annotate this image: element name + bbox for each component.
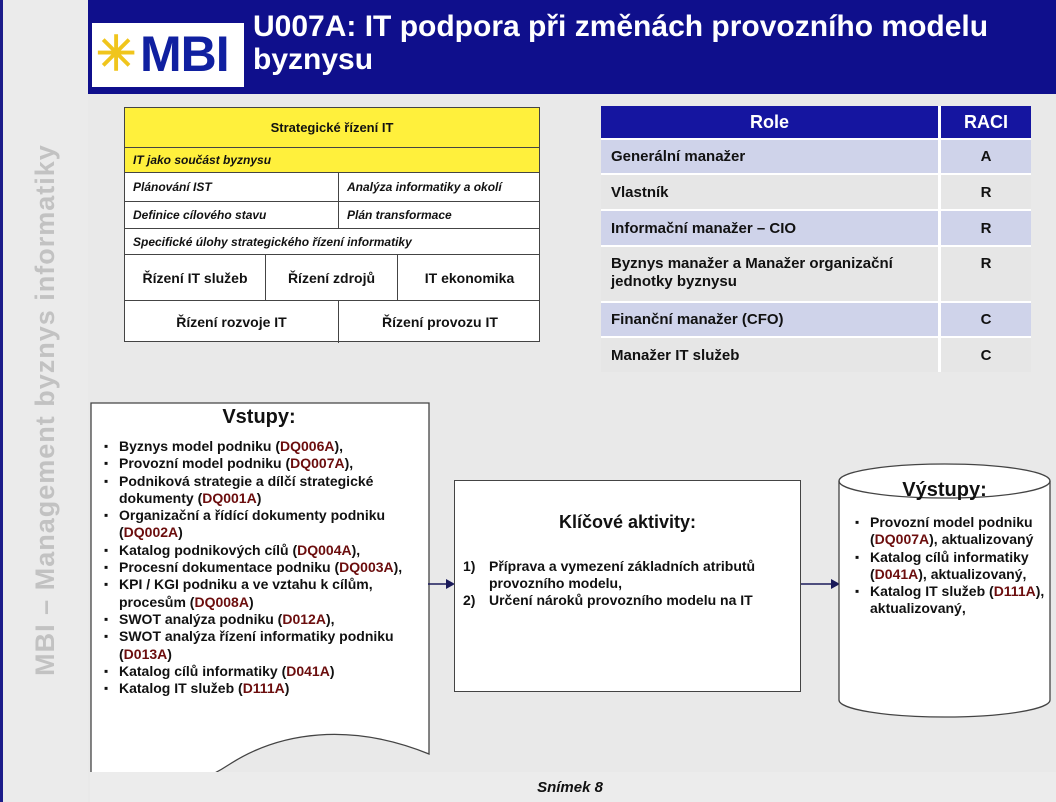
activities-list: 1)Příprava a vymezení základních atribut… [463,558,793,609]
strategic-header: Strategické řízení IT [270,120,394,135]
raci-row: Vlastník R [601,173,1031,209]
raci-role: Vlastník [601,173,938,209]
strategic-subheader-row: IT jako součást byznysu [125,148,539,173]
raci-role: Generální manažer [601,138,938,173]
strategic-it-box: Strategické řízení IT IT jako součást by… [124,107,540,343]
raci-header-role: Role [601,106,938,138]
list-item: Katalog IT služeb (D111A) [97,680,422,698]
cell-planning: Plánování IST [125,173,339,201]
cell-analysis: Analýza informatiky a okolí [347,180,502,194]
management-row: Řízení IT služeb Řízení zdrojů IT ekonom… [125,255,539,301]
outputs-title: Výstupy: [902,479,987,501]
raci-role: Finanční manažer (CFO) [601,301,938,336]
cell-it-services: Řízení IT služeb [125,255,266,300]
raci-value: R [938,209,1031,245]
development-row: Řízení rozvoje IT Řízení provozu IT [125,301,539,343]
raci-row: Generální manažer A [601,138,1031,173]
definition-row: Definice cílového stavu Plán transformac… [125,202,539,229]
vertical-course-title: MBI – Management byznys informatiky [30,144,60,676]
raci-value: R [938,245,1031,301]
footer-bar [90,772,1056,802]
header-bar [88,0,1056,94]
outputs-list: Provozní model podniku (DQ007A), aktuali… [848,514,1048,618]
list-item: Katalog cílů informatiky (D041A), aktual… [848,549,1048,584]
list-item: SWOT analýza řízení informatiky podniku … [97,628,422,663]
raci-value: C [938,336,1031,372]
list-item: Podniková strategie a dílčí strategické … [97,473,422,508]
list-item: Katalog podnikových cílů (DQ004A), [97,542,422,560]
arrow-right-icon [428,579,455,589]
raci-row: Informační manažer – CIO R [601,209,1031,245]
mbi-logo [92,23,244,87]
inputs-list: Byznys model podniku (DQ006A), Provozní … [97,438,422,698]
list-item: Provozní model podniku (DQ007A), [97,455,422,473]
inputs-title: Vstupy: [222,406,296,428]
list-item: Byznys model podniku (DQ006A), [97,438,422,456]
list-item: Katalog IT služeb (D111A), aktualizovaný… [848,583,1048,618]
raci-value: C [938,301,1031,336]
raci-value: R [938,173,1031,209]
specific-row: Specifické úlohy strategického řízení in… [125,229,539,255]
raci-header-raci: RACI [938,106,1031,138]
cell-specific: Specifické úlohy strategického řízení in… [133,234,412,249]
raci-row: Manažer IT služeb C [601,336,1031,372]
raci-row: Finanční manažer (CFO) C [601,301,1031,336]
sidebar-band [0,0,88,802]
cell-transformation: Plán transformace [347,208,452,222]
cell-definition: Definice cílového stavu [125,202,339,228]
raci-table: Role RACI Generální manažer A Vlastník R… [601,106,1031,372]
list-item: Organizační a řídící dokumenty podniku (… [97,507,422,542]
strategic-subheader: IT jako součást byznysu [133,153,272,167]
strategic-header-row: Strategické řízení IT [125,108,539,148]
raci-role: Informační manažer – CIO [601,209,938,245]
cell-it-economics: IT ekonomika [424,269,515,286]
list-item: Provozní model podniku (DQ007A), aktuali… [848,514,1048,549]
slide-number: Snímek 8 [537,779,603,796]
raci-role: Byznys manažer a Manažer organizační jed… [601,245,938,301]
cell-operations: Řízení provozu IT [382,314,498,330]
planning-row: Plánování IST Analýza informatiky a okol… [125,173,539,202]
key-activities-box [454,480,801,692]
list-item: Katalog cílů informatiky (D041A) [97,663,422,681]
list-item: 1)Příprava a vymezení základních atribut… [463,558,756,591]
raci-value: A [938,138,1031,173]
star-icon: ✳ [96,28,137,81]
activities-title: Klíčové aktivity: [558,512,697,532]
list-item: SWOT analýza podniku (D012A), [97,611,422,629]
cell-resources: Řízení zdrojů [266,255,398,300]
arrow-right-icon [801,579,840,589]
logo-text: MBI [140,26,230,82]
slide-title: U007A: IT podpora při změnách provozního… [253,10,989,76]
raci-row: Byznys manažer a Manažer organizační jed… [601,245,1031,301]
list-item: KPI / KGI podniku a ve vztahu k cílům, p… [97,576,422,611]
cell-development: Řízení rozvoje IT [125,301,339,343]
raci-role: Manažer IT služeb [601,336,938,372]
list-item: 2)Určení nároků provozního modelu na IT [463,592,753,608]
list-item: Procesní dokumentace podniku (DQ003A), [97,559,422,577]
